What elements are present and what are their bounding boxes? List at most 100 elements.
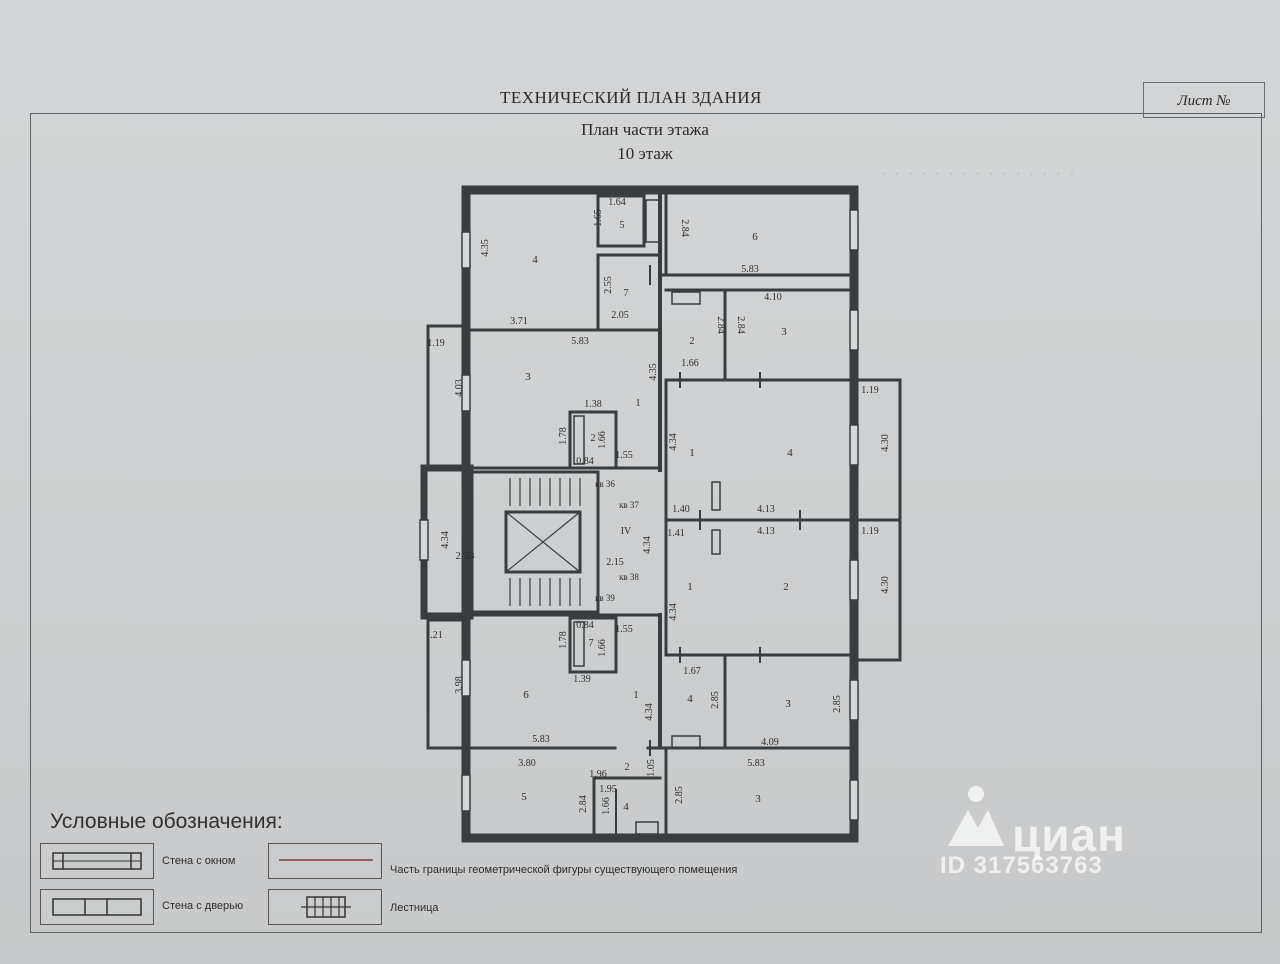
- plan-label: 4.13: [757, 504, 775, 515]
- window: [461, 374, 471, 412]
- plan-label: 4.34: [668, 433, 679, 451]
- balcony-right-bottom: [852, 518, 902, 662]
- plan-title: План части этажа: [581, 120, 709, 139]
- plan-label: 3.98: [454, 676, 465, 694]
- plan-label: 1: [633, 689, 639, 701]
- plan-label: 2.84: [578, 795, 589, 813]
- plan-label: 1.64: [608, 197, 626, 208]
- plan-label: 3.71: [510, 316, 528, 327]
- sanitary-fixtures: [573, 199, 721, 835]
- legend-stairs-box: [268, 889, 382, 925]
- plan-label: 1.67: [683, 666, 701, 677]
- document-title: ТЕХНИЧЕСКИЙ ПЛАН ЗДАНИЯ: [500, 88, 762, 107]
- plan-label: 4.34: [642, 536, 653, 554]
- legend-boundary-box: [268, 843, 382, 879]
- bathtub: [645, 199, 661, 243]
- window: [849, 209, 859, 251]
- plan-label: 1.55: [615, 450, 633, 461]
- plan-label: 2.33: [455, 550, 475, 562]
- plan-label: 1.19: [427, 338, 445, 349]
- plan-label: 5.83: [571, 336, 589, 347]
- stair-flights: [504, 478, 582, 606]
- plan-heading: План части этажа 10 этаж: [520, 118, 770, 166]
- plan-label: 7: [589, 638, 594, 649]
- plan-label: 2.55: [603, 276, 614, 294]
- bleed-through-decoration: · · · · · · · · · · · · · · ·: [880, 160, 1076, 185]
- plan-label: 1: [636, 398, 641, 409]
- window: [461, 231, 471, 269]
- bathtub: [671, 735, 701, 749]
- plan-label: 5.83: [532, 734, 550, 745]
- legend-wall-window-box: [40, 843, 154, 879]
- plan-label: 2.84: [735, 316, 746, 334]
- plan-label: 4.13: [757, 526, 775, 537]
- window: [849, 559, 859, 601]
- bathtub: [573, 415, 585, 465]
- plan-label: 4.09: [761, 737, 779, 748]
- plan-label: 3: [755, 793, 761, 805]
- riser: [711, 529, 721, 555]
- plan-label: кв 37: [619, 500, 639, 510]
- legend-wall-door-box: [40, 889, 154, 925]
- plan-label: 4.03: [454, 379, 465, 397]
- balcony-right-top: [852, 378, 902, 522]
- plan-label: 1.78: [558, 427, 569, 445]
- lift-cross: [505, 511, 581, 573]
- plan-label: 5.83: [747, 758, 765, 769]
- plan-label: 4: [532, 254, 538, 266]
- plan-label: 1.05: [646, 759, 657, 777]
- bathtub: [573, 621, 585, 667]
- window: [849, 779, 859, 821]
- sheet-number-label: Лист №: [1177, 93, 1231, 109]
- bathroom-wall: [596, 194, 646, 248]
- plan-label: 3: [785, 698, 791, 710]
- legend-boundary-label: Часть границы геометрической фигуры суще…: [390, 864, 738, 876]
- legend-wall-door-label: Стена с дверью: [162, 900, 244, 912]
- plan-label: 1.21: [425, 630, 443, 641]
- window: [849, 424, 859, 466]
- plan-label: 5.83: [741, 264, 759, 275]
- plan-label: 2: [591, 433, 596, 444]
- plan-label: 4.34: [644, 703, 655, 721]
- plan-label: 1.95: [599, 784, 617, 795]
- boundary-line-symbol: [279, 859, 373, 861]
- plan-label: кв 38: [619, 572, 639, 582]
- plan-label: 1.66: [601, 797, 612, 815]
- plan-label: 5: [620, 220, 625, 231]
- plan-label: 3: [525, 371, 531, 383]
- plan-label: 4.34: [668, 603, 679, 621]
- legend-wall-window-label: Стена с окном: [162, 855, 236, 867]
- plan-label: 4: [623, 801, 629, 813]
- drawing-frame: [30, 113, 1262, 933]
- windows: [419, 209, 859, 821]
- floor-label: 10 этаж: [617, 144, 673, 163]
- plan-label: 6: [523, 689, 529, 701]
- plan-label: кв 36: [595, 479, 615, 489]
- watermark-id: ID 317563763: [940, 852, 1103, 879]
- plan-label: 4.35: [480, 239, 491, 257]
- plan-label: 2.15: [606, 557, 624, 568]
- legend-stairs-label: Лестница: [390, 902, 439, 914]
- plan-label: 1.96: [589, 769, 607, 780]
- plan-label: 4.34: [440, 531, 451, 549]
- plan-label: 0.84: [576, 456, 594, 467]
- wall-door-symbol: [52, 898, 142, 916]
- plan-label: 2: [690, 336, 695, 347]
- window: [849, 309, 859, 351]
- plan-label: 1.78: [558, 631, 569, 649]
- wall-window-symbol: [52, 852, 142, 870]
- plan-label: 0.84: [576, 620, 594, 631]
- plan-label: кв 39: [595, 593, 615, 603]
- plan-label: 1: [689, 447, 695, 459]
- window: [419, 519, 429, 561]
- plan-label: 4: [787, 447, 793, 459]
- plan-label: 1.19: [861, 385, 879, 396]
- plan-label: 1.41: [667, 528, 685, 539]
- plan-label: 4.10: [764, 292, 782, 303]
- legend-title: Условные обозначения:: [50, 810, 283, 833]
- plan-label: 2.85: [832, 695, 843, 713]
- plan-label: 3: [781, 326, 787, 338]
- plan-label: 3.80: [518, 758, 536, 769]
